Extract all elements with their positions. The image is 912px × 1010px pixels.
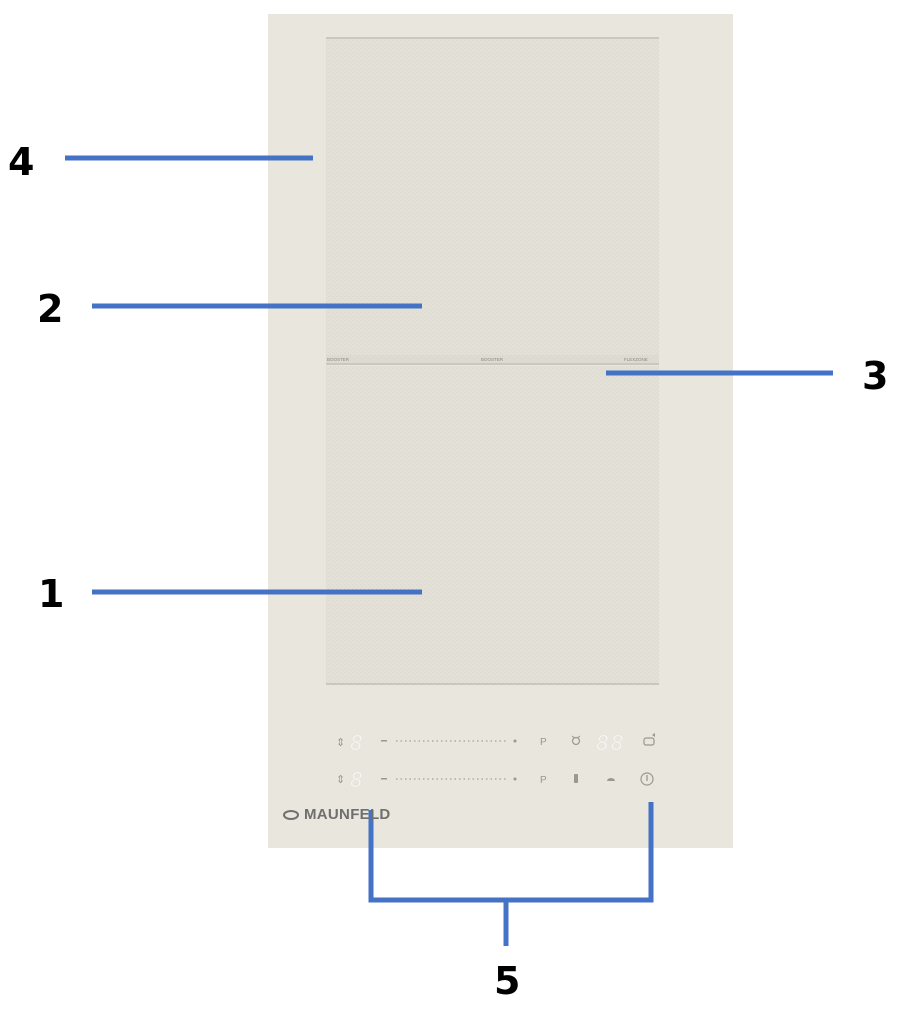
flexzone-icon[interactable] [574,774,578,783]
callout-5: 5 [494,959,521,1003]
slider-plus-top[interactable] [513,739,517,743]
timer-display: 88 [596,731,625,755]
power-icon[interactable] [640,772,654,786]
power-key-bottom[interactable]: P [540,775,547,786]
brand-mark-icon [283,809,299,820]
lock-icon[interactable] [643,733,655,746]
control-row-top: ⇕ 8 P 88 [336,731,655,755]
zone-label-center: BOOSTER [481,357,504,362]
zone-divider [326,355,659,365]
zone-select-arrows-top[interactable]: ⇕ [336,736,345,749]
callout-4: 4 [8,140,35,184]
slider-minus-top[interactable] [381,740,387,742]
zone-label-right: FLEXZONE [624,357,648,362]
slider-plus-bottom[interactable] [513,777,517,781]
pause-icon[interactable] [607,778,615,781]
cooking-zone-top [326,38,659,356]
leader-bracket-5 [368,802,654,903]
zone-digit-top: 8 [350,731,363,755]
slider-minus-bottom[interactable] [381,778,387,780]
zone-label-left: BOOSTER [327,357,350,362]
callout-1: 1 [38,572,65,616]
callout-2: 2 [37,287,64,331]
zone-select-arrows-bottom[interactable]: ⇕ [336,773,345,786]
brand-logo: MAUNFELD [282,806,391,823]
cooking-zone-bottom [326,366,659,684]
callout-3: 3 [862,354,889,398]
power-key-top[interactable]: P [540,737,547,748]
stopwatch-icon[interactable] [571,735,581,746]
control-row-bottom: ⇕ 8 P [336,768,654,792]
brand-name: MAUNFELD [304,806,391,823]
leader-lines [65,155,833,946]
zone-digit-bottom: 8 [350,768,363,792]
